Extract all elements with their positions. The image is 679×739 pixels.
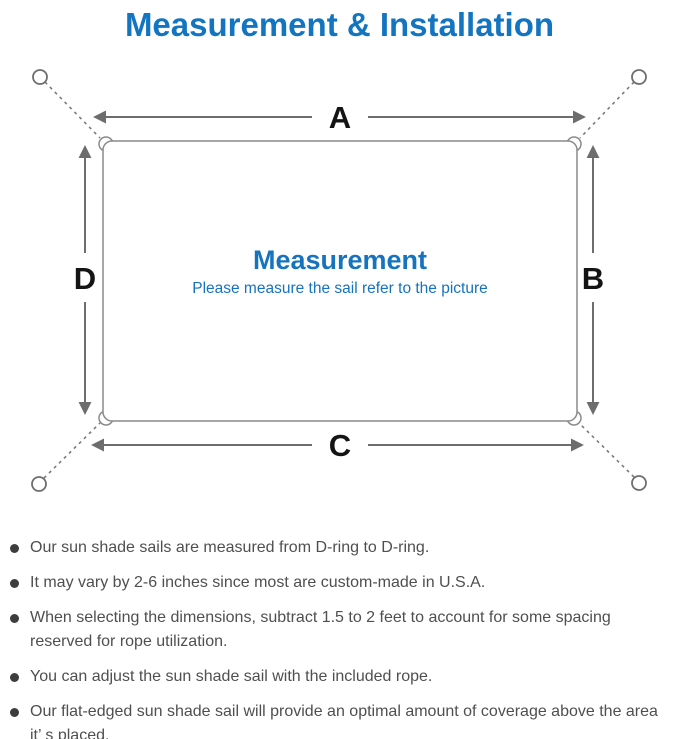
bullet-dot-icon [10,544,19,553]
list-item: Our flat-edged sun shade sail will provi… [10,700,671,739]
bullet-dot-icon [10,579,19,588]
instruction-list: Our sun shade sails are measured from D-… [0,536,679,739]
rope-line-bottom-left [43,422,101,479]
page-title: Measurement & Installation [124,6,555,43]
dim-label-a: A [329,100,351,135]
diagram-center-title: Measurement [253,245,427,275]
dim-label-c: C [329,428,351,463]
bullet-dot-icon [10,708,19,717]
list-item-text: Our flat-edged sun shade sail will provi… [30,703,658,739]
anchor-ring-icon [631,69,647,85]
sail-rectangle [102,140,578,422]
rope-line-top-left [44,81,101,139]
list-item-text: When selecting the dimensions, subtract … [30,609,611,650]
rope-line-top-right [579,81,635,139]
dimension-arrow-a: A [93,100,586,135]
dimension-arrow-d: D [74,145,96,415]
bullet-dot-icon [10,673,19,682]
list-item: You can adjust the sun shade sail with t… [10,665,671,689]
sail-measurement-diagram: A C D B Measurement Please measure the s… [31,69,647,492]
dimension-arrow-c: C [91,428,584,463]
list-item: Our sun shade sails are measured from D-… [10,536,671,560]
anchor-ring-icon [31,476,47,492]
list-item-text: It may vary by 2-6 inches since most are… [30,574,486,591]
anchor-ring-icon [32,69,48,85]
dim-label-d: D [74,261,96,296]
list-item-text: You can adjust the sun shade sail with t… [30,668,433,685]
list-item: It may vary by 2-6 inches since most are… [10,571,671,595]
diagram-center-subtitle: Please measure the sail refer to the pic… [192,280,488,297]
anchor-ring-icon [631,475,647,491]
dim-label-b: B [582,261,604,296]
list-item: When selecting the dimensions, subtract … [10,606,671,654]
bullet-dot-icon [10,614,19,623]
list-item-text: Our sun shade sails are measured from D-… [30,539,430,556]
rope-line-bottom-right [579,423,635,478]
dimension-arrow-b: B [582,145,604,415]
